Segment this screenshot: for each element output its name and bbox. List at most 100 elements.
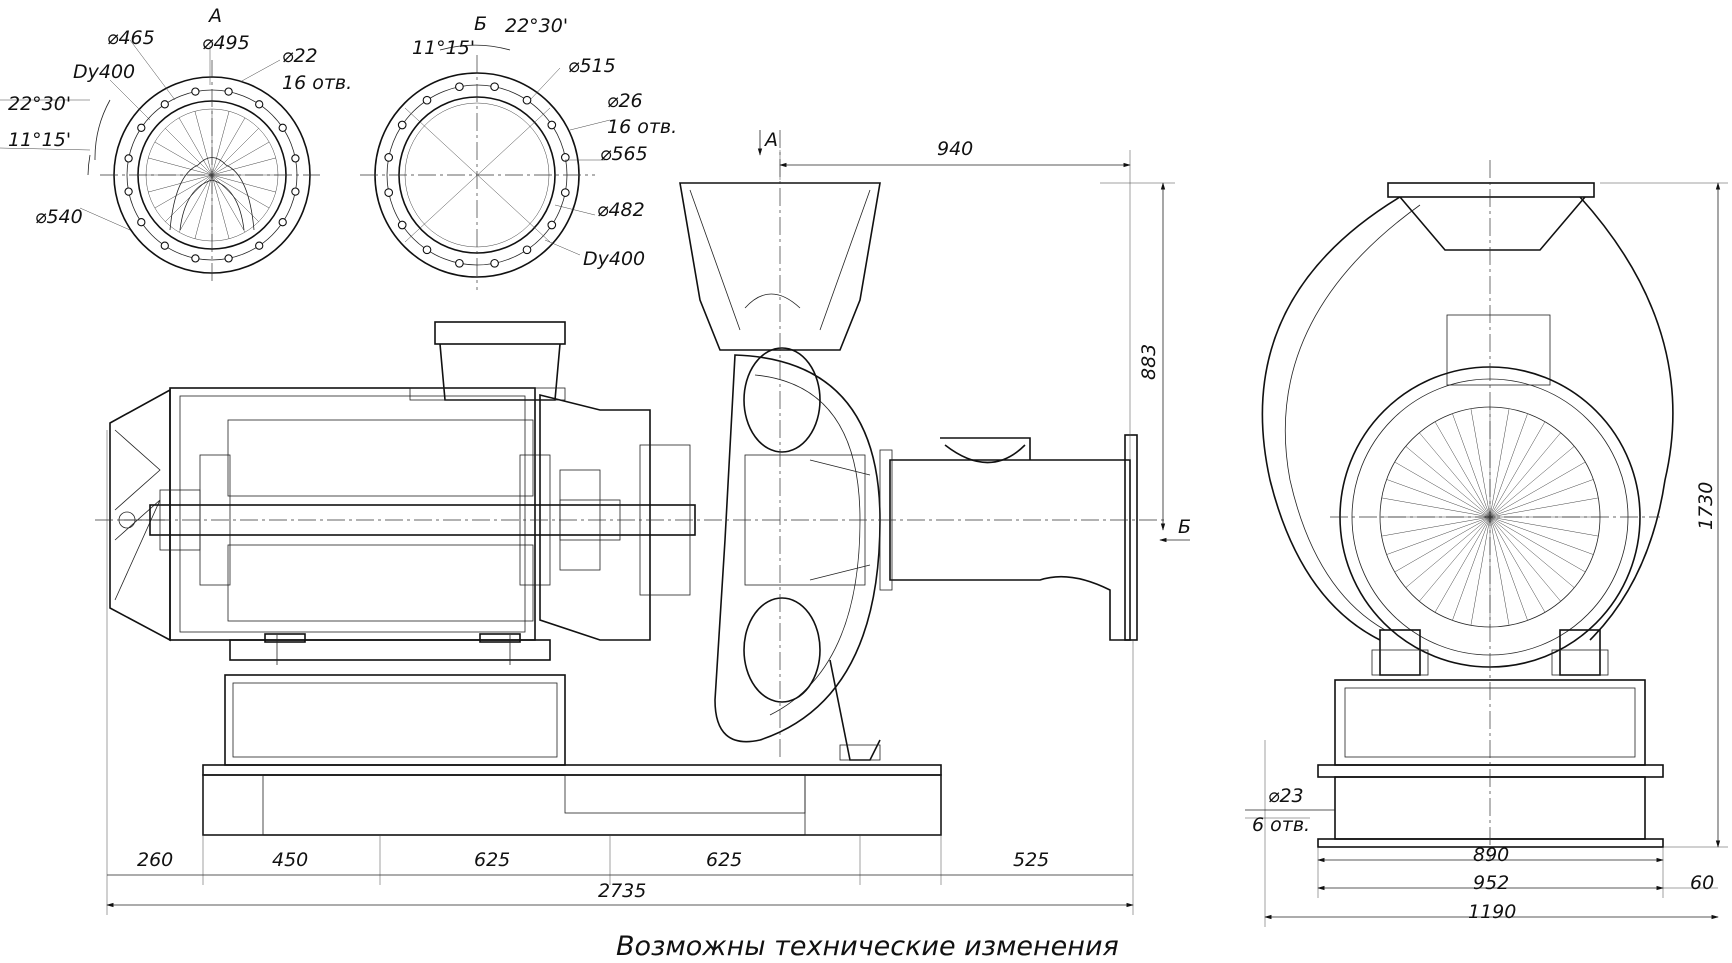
arrow-a-letter: А	[763, 129, 778, 151]
dim-260: 260	[137, 849, 173, 871]
construction-line	[211, 174, 259, 222]
base-frame-side	[95, 130, 1165, 836]
end-view	[1261, 160, 1674, 860]
flange-view-b	[360, 44, 611, 290]
flange-b-label-angle-11: 11°15'	[412, 37, 475, 59]
bolt-hole	[547, 120, 557, 130]
bolt-hole	[255, 241, 264, 250]
construction-line	[1394, 461, 1491, 518]
construction-line	[1419, 516, 1491, 602]
construction-line	[1405, 516, 1491, 588]
flange-b-label-515: ⌀515	[568, 55, 616, 77]
construction-line	[1452, 516, 1491, 621]
construction-line	[1489, 516, 1599, 537]
construction-line	[1489, 479, 1594, 518]
bolt-hole	[397, 220, 407, 230]
flange-a-label-495: ⌀495	[202, 32, 250, 54]
flange-b-view-letter: Б	[474, 13, 487, 35]
construction-line	[1489, 446, 1575, 518]
construction-line	[1489, 516, 1575, 588]
dim-940: 940	[937, 138, 973, 160]
flange-a-view-letter: А	[207, 5, 222, 27]
bolt-hole	[560, 153, 570, 162]
flange-b-label-565: ⌀565	[600, 143, 648, 165]
dim-holes-count: 6 отв.	[1252, 814, 1310, 836]
bolt-hole	[255, 100, 264, 109]
flange-a-label-angle-22: 22°30'	[8, 93, 71, 115]
construction-line	[194, 174, 213, 239]
flange-a-label-22: ⌀22	[282, 45, 318, 67]
construction-line	[1489, 497, 1599, 518]
bolt-hole	[455, 82, 464, 92]
construction-line	[211, 117, 246, 176]
dim-1730: 1730	[1695, 482, 1717, 530]
bolt-hole	[522, 95, 532, 105]
bolt-hole	[124, 187, 133, 196]
bolt-hole	[191, 254, 200, 263]
construction-line	[165, 128, 213, 176]
dim-450: 450	[272, 849, 308, 871]
bolt-hole	[384, 188, 394, 197]
bolt-hole	[137, 218, 146, 227]
flange-b-labels: 11°15' Б 22°30' ⌀515 ⌀26 16 отв. ⌀565 ⌀4…	[412, 13, 677, 270]
bolt-hole	[160, 100, 169, 109]
construction-line	[1489, 461, 1586, 518]
construction-line	[148, 157, 213, 176]
arrow-b-letter: Б	[1178, 516, 1191, 538]
dim-952: 952	[1473, 872, 1509, 894]
bolt-hole	[160, 241, 169, 250]
construction-line	[1452, 413, 1491, 518]
construction-line	[1470, 516, 1491, 626]
construction-line	[211, 174, 276, 193]
bolt-hole	[455, 258, 464, 268]
construction-line	[1434, 421, 1491, 518]
construction-line	[211, 128, 259, 176]
bolt-hole	[490, 82, 499, 92]
flange-a-label-angle-11: 11°15'	[8, 129, 71, 151]
bolt-hole	[124, 154, 133, 163]
construction-line	[1489, 413, 1528, 518]
dimensions	[106, 130, 1728, 927]
dim-625-second: 625	[706, 849, 742, 871]
dim-890: 890	[1473, 844, 1509, 866]
bolt-hole	[278, 218, 287, 227]
dim-525: 525	[1013, 849, 1049, 871]
construction-line	[1489, 516, 1528, 621]
bolt-hole	[291, 154, 300, 163]
construction-line	[1386, 516, 1491, 555]
bolt-hole	[191, 87, 200, 96]
bolt-hole	[224, 87, 233, 96]
flange-a-label-465: ⌀465	[107, 27, 155, 49]
pump-section	[539, 182, 1138, 761]
construction-line	[148, 174, 213, 193]
flange-view-a	[0, 39, 320, 285]
side-view-labels: А Б 940 883 260 450 625 625 525 2735	[137, 129, 1191, 902]
construction-line	[1489, 408, 1510, 518]
bolt-hole	[278, 123, 287, 132]
bolt-hole	[522, 245, 532, 255]
flange-a-labels: А ⌀465 ⌀495 ⌀22 16 отв. Dy400 22°30' 11°…	[8, 5, 352, 228]
bolt-hole	[137, 123, 146, 132]
construction-line	[1489, 516, 1586, 573]
construction-line	[178, 117, 213, 176]
bolt-hole	[547, 220, 557, 230]
construction-line	[1489, 432, 1561, 518]
dim-883: 883	[1138, 344, 1160, 380]
bolt-hole	[422, 95, 432, 105]
bolt-hole	[490, 258, 499, 268]
construction-line	[1489, 516, 1510, 626]
construction-line	[211, 141, 270, 176]
dim-hole-23: ⌀23	[1268, 785, 1304, 807]
construction-line	[211, 174, 230, 239]
bolt-hole	[397, 120, 407, 130]
construction-line	[211, 174, 246, 233]
flange-b-label-26: ⌀26	[607, 90, 643, 112]
construction-line	[1470, 408, 1491, 518]
flange-b-label-482: ⌀482	[597, 199, 645, 221]
dim-60: 60	[1690, 872, 1714, 894]
construction-line	[178, 174, 213, 233]
construction-line	[1489, 516, 1546, 613]
bolt-hole	[291, 187, 300, 196]
construction-line	[211, 111, 230, 176]
